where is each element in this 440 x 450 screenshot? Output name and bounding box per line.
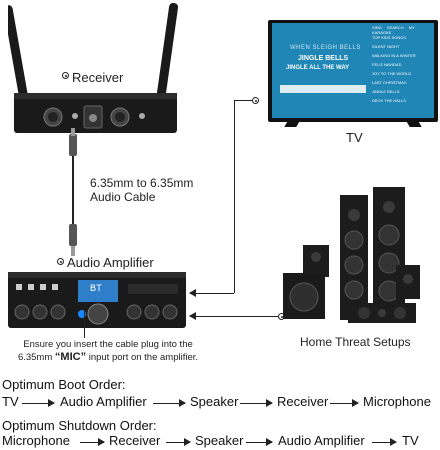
tv-menu-item: LAST CHRISTMAS [372, 80, 407, 85]
tv-menu-item: JINGLE BELLS [372, 89, 400, 94]
boot-order-arrow [153, 399, 186, 407]
amplifier: BT [8, 270, 186, 332]
tv-menu-list: TOP KIDS SONGS SILENT NIGHT WALKING IN A… [372, 35, 432, 107]
note-line2-prefix: 6.35mm [17, 352, 55, 363]
shutdown-order-arrow [372, 438, 397, 446]
shutdown-order-arrow [80, 438, 105, 446]
boot-order-item: Microphone [363, 394, 431, 409]
boot-order-arrow [240, 399, 273, 407]
tv-vertical-line [234, 100, 235, 293]
receiver-marker-dot [62, 72, 69, 79]
boot-order-arrow [330, 399, 359, 407]
audio-cable [63, 128, 83, 258]
tv-menu-item: DECK THE HALLS [372, 98, 406, 103]
shutdown-order-item: Microphone [2, 433, 70, 448]
tv-menu-item: JOY TO THE WORLD [372, 71, 412, 76]
receiver-image [3, 2, 179, 133]
tv-screen: WHEN SLEIGH BELLS JINGLE BELLS JINGLE AL… [272, 23, 434, 118]
tv-song-title-3: JINGLE ALL THE WAY [286, 65, 350, 71]
speakers-to-amp-arrow [190, 316, 280, 317]
note-line2: 6.35mm “MIC” input port on the amplifier… [8, 351, 208, 364]
speaker-system [278, 185, 438, 330]
tv-tab: MY KARAOKE [372, 25, 415, 35]
cable-label-line2: Audio Cable [90, 190, 156, 204]
shutdown-order-title: Optimum Shutdown Order: [2, 418, 157, 433]
boot-order-item: Speaker [190, 394, 239, 409]
shutdown-order-arrow [166, 438, 191, 446]
tv-menu-item: FELIZ NAVIDAD [372, 62, 402, 67]
tv-tab: SEARCH [386, 25, 404, 30]
cable-label-line1: 6.35mm to 6.35mm [90, 176, 194, 190]
shutdown-order-arrow [246, 438, 273, 446]
tv-connector-dot [252, 97, 259, 104]
amplifier-marker-dot [57, 258, 64, 265]
tv-to-amp-arrow [190, 293, 234, 294]
boot-order-item: Receiver [277, 394, 329, 409]
boot-order-row: TV Audio Amplifier Speaker Receiver Micr… [0, 394, 440, 412]
note-line2-suffix: input port on the amplifier. [86, 352, 199, 363]
tv-connector-line [234, 100, 256, 101]
tv-song-title-2: JINGLE BELLS [298, 55, 349, 62]
mic-port-note: Ensure you insert the cable plug into th… [8, 338, 208, 364]
boot-order-arrow [22, 399, 55, 407]
speakers-label: Home Threat Setups [300, 335, 411, 349]
tv-menu-item: WALKING IN A WINTER [372, 53, 416, 58]
tv: WHEN SLEIGH BELLS JINGLE BELLS JINGLE AL… [268, 20, 438, 128]
shutdown-order-item: Audio Amplifier [278, 433, 365, 448]
boot-order-title: Optimum Boot Order: [2, 377, 126, 392]
tv-menu-item: SILENT NIGHT [372, 44, 400, 49]
boot-order-item: Audio Amplifier [60, 394, 147, 409]
tv-player-bar [280, 85, 366, 93]
note-pointer-line [84, 310, 85, 338]
receiver [3, 0, 183, 140]
shutdown-order-item: Speaker [195, 433, 244, 448]
tv-menu-item: TOP KIDS SONGS [372, 35, 407, 40]
shutdown-order-item: TV [402, 433, 419, 448]
tv-tab-bar: SING SEARCH MY KARAOKE [372, 25, 432, 35]
note-line1: Ensure you insert the cable plug into th… [23, 339, 193, 350]
tv-label: TV [346, 130, 363, 145]
tv-song-title-1: WHEN SLEIGH BELLS [290, 45, 361, 51]
shutdown-order-row: Microphone Receiver Speaker Audio Amplif… [0, 433, 440, 450]
tv-tab: SING [372, 25, 382, 30]
tv-stand-left [284, 121, 300, 127]
amplifier-display-text: BT [90, 284, 103, 295]
amplifier-label: Audio Amplifier [67, 255, 154, 270]
shutdown-order-item: Receiver [109, 433, 161, 448]
boot-order-item: TV [2, 394, 19, 409]
receiver-label: Receiver [72, 70, 124, 85]
note-mic-highlight: “MIC” [54, 351, 87, 363]
